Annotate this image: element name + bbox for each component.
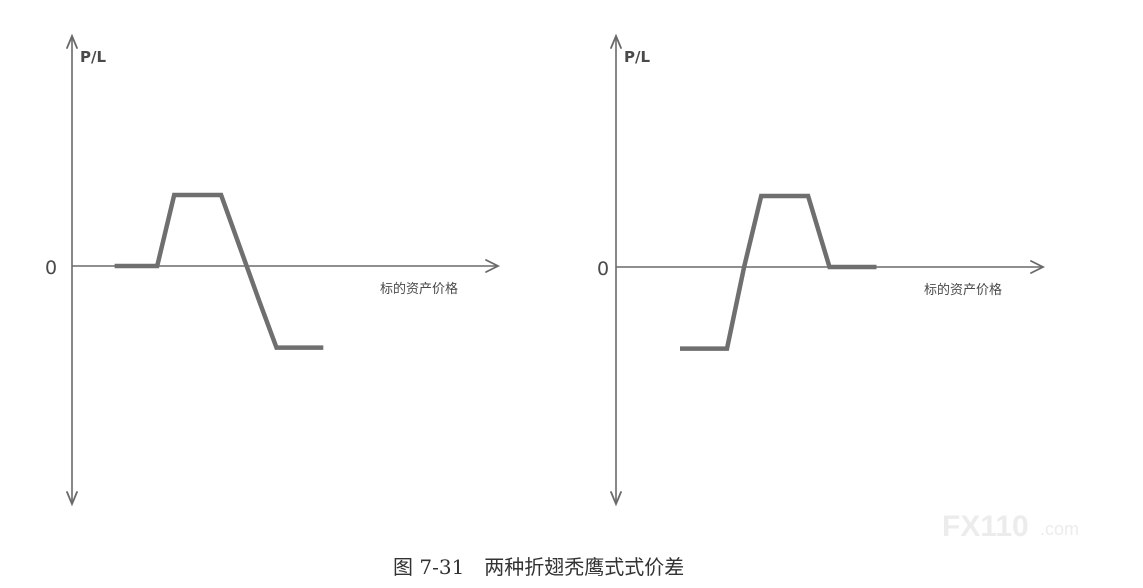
y-axis-label: P/L [80, 48, 106, 66]
x-axis-label: 标的资产价格 [380, 281, 458, 297]
watermark: FX110 .com [942, 510, 1079, 543]
figure-caption: 图 7-31 两种折翅秃鹰式式价差 [393, 555, 684, 579]
payoff-line [114, 192, 324, 350]
zero-label: 0 [597, 258, 609, 280]
x-axis-arrow [1030, 260, 1046, 274]
y-axis-arrow-bottom [610, 491, 622, 507]
x-axis-label: 标的资产价格 [924, 282, 1002, 298]
watermark-suffix: .com [1040, 519, 1079, 539]
zero-label: 0 [45, 257, 57, 279]
y-axis-label: P/L [624, 48, 650, 66]
y-axis-arrow-top [66, 33, 78, 49]
x-axis-arrow [485, 259, 501, 273]
watermark-brand: FX110 [942, 510, 1029, 543]
payoff-line [680, 193, 877, 351]
payoff-chart-left: P/L 0 标的资产价格 [45, 33, 501, 507]
y-axis-arrow-bottom [66, 491, 78, 507]
payoff-chart-right: P/L 0 标的资产价格 [597, 33, 1046, 507]
y-axis-arrow-top [610, 33, 622, 49]
